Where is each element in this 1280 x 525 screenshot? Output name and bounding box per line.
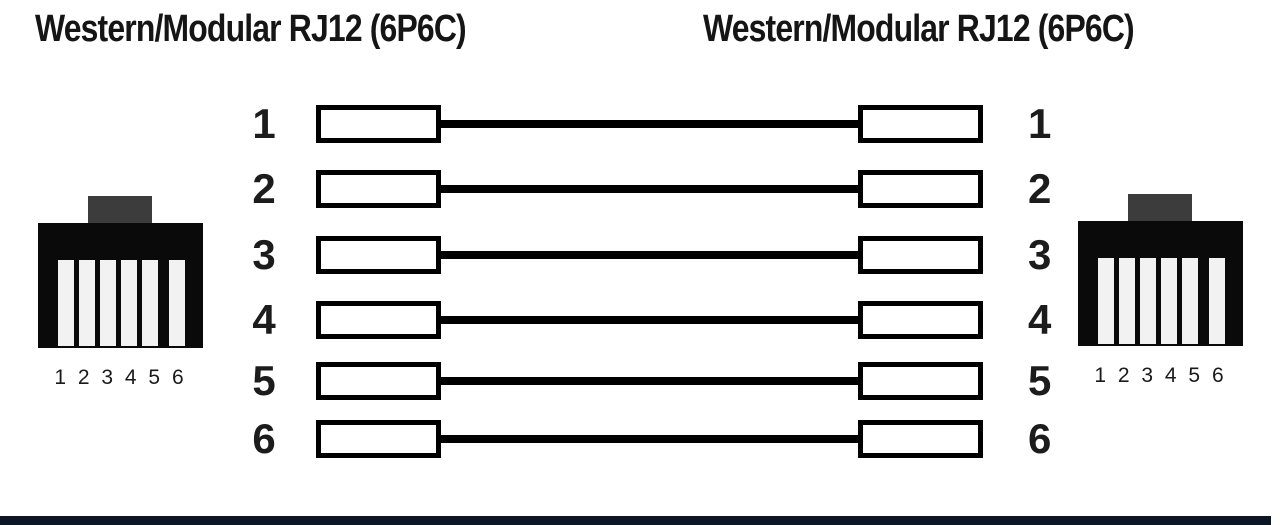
terminal-left: [316, 301, 441, 339]
terminal-left: [316, 105, 441, 143]
left-pin-number: 3: [252, 231, 276, 278]
right-pin-number: 2: [1028, 165, 1052, 212]
pin-slot-icon: [142, 260, 158, 346]
rj12-connector-left-icon: 1 2 3 4 5 6: [38, 196, 203, 390]
left-pin-number: 2: [252, 165, 276, 212]
bottom-border-bar: [0, 516, 1271, 525]
terminal-right: [858, 362, 983, 400]
right-pin-number: 4: [1028, 296, 1052, 343]
connector-body-icon: [38, 223, 203, 348]
wire-row: 6 6: [240, 415, 1080, 462]
pin-slot-icon: [1140, 258, 1156, 344]
terminal-right: [858, 301, 983, 339]
wire-row: 1 1: [240, 100, 1080, 147]
pin-slot-icon: [1119, 258, 1135, 344]
terminal-right: [858, 420, 983, 458]
pin-labels-right: 1 2 3 4 5 6: [1094, 364, 1227, 387]
wire-row: 3 3: [240, 231, 1080, 278]
pin-slot-icon: [1209, 258, 1225, 344]
terminal-left: [316, 362, 441, 400]
title-left: Western/Modular RJ12 (6P6C): [35, 8, 467, 50]
wire-row: 2 2: [240, 165, 1080, 212]
left-pin-number: 5: [252, 357, 276, 404]
pin-slot-icon: [1098, 258, 1114, 344]
wire: [435, 185, 867, 193]
terminal-left: [316, 236, 441, 274]
wire: [435, 377, 867, 385]
wiring-rows: 1 1 2 2 3 3 4 4 5: [240, 0, 1080, 525]
left-pin-number: 6: [252, 415, 276, 462]
pin-slot-icon: [58, 260, 74, 346]
right-pin-number: 1: [1028, 100, 1052, 147]
connector-tab-icon: [88, 196, 152, 223]
pin-slot-icon: [100, 260, 116, 346]
left-pin-number: 1: [252, 100, 276, 147]
wire: [435, 316, 867, 324]
terminal-right: [858, 236, 983, 274]
right-pin-number: 3: [1028, 231, 1052, 278]
connector-body-icon: [1078, 221, 1243, 346]
title-right: Western/Modular RJ12 (6P6C): [703, 8, 1135, 50]
connector-tab-icon: [1128, 194, 1192, 221]
rj12-connector-right-icon: 1 2 3 4 5 6: [1078, 194, 1243, 388]
terminal-right: [858, 105, 983, 143]
pin-slot-icon: [121, 260, 137, 346]
terminal-left: [316, 420, 441, 458]
pin-slot-icon: [79, 260, 95, 346]
pin-slot-icon: [169, 260, 185, 346]
wire: [435, 435, 867, 443]
wire: [435, 251, 867, 259]
pin-slot-icon: [1161, 258, 1177, 344]
terminal-right: [858, 170, 983, 208]
pin-slot-icon: [1182, 258, 1198, 344]
wire-row: 4 4: [240, 296, 1080, 343]
pin-labels-left: 1 2 3 4 5 6: [54, 366, 187, 389]
terminal-left: [316, 170, 441, 208]
wire-row: 5 5: [240, 357, 1080, 404]
left-pin-number: 4: [252, 296, 276, 343]
right-pin-number: 5: [1028, 357, 1052, 404]
wire: [435, 120, 867, 128]
right-pin-number: 6: [1028, 415, 1052, 462]
